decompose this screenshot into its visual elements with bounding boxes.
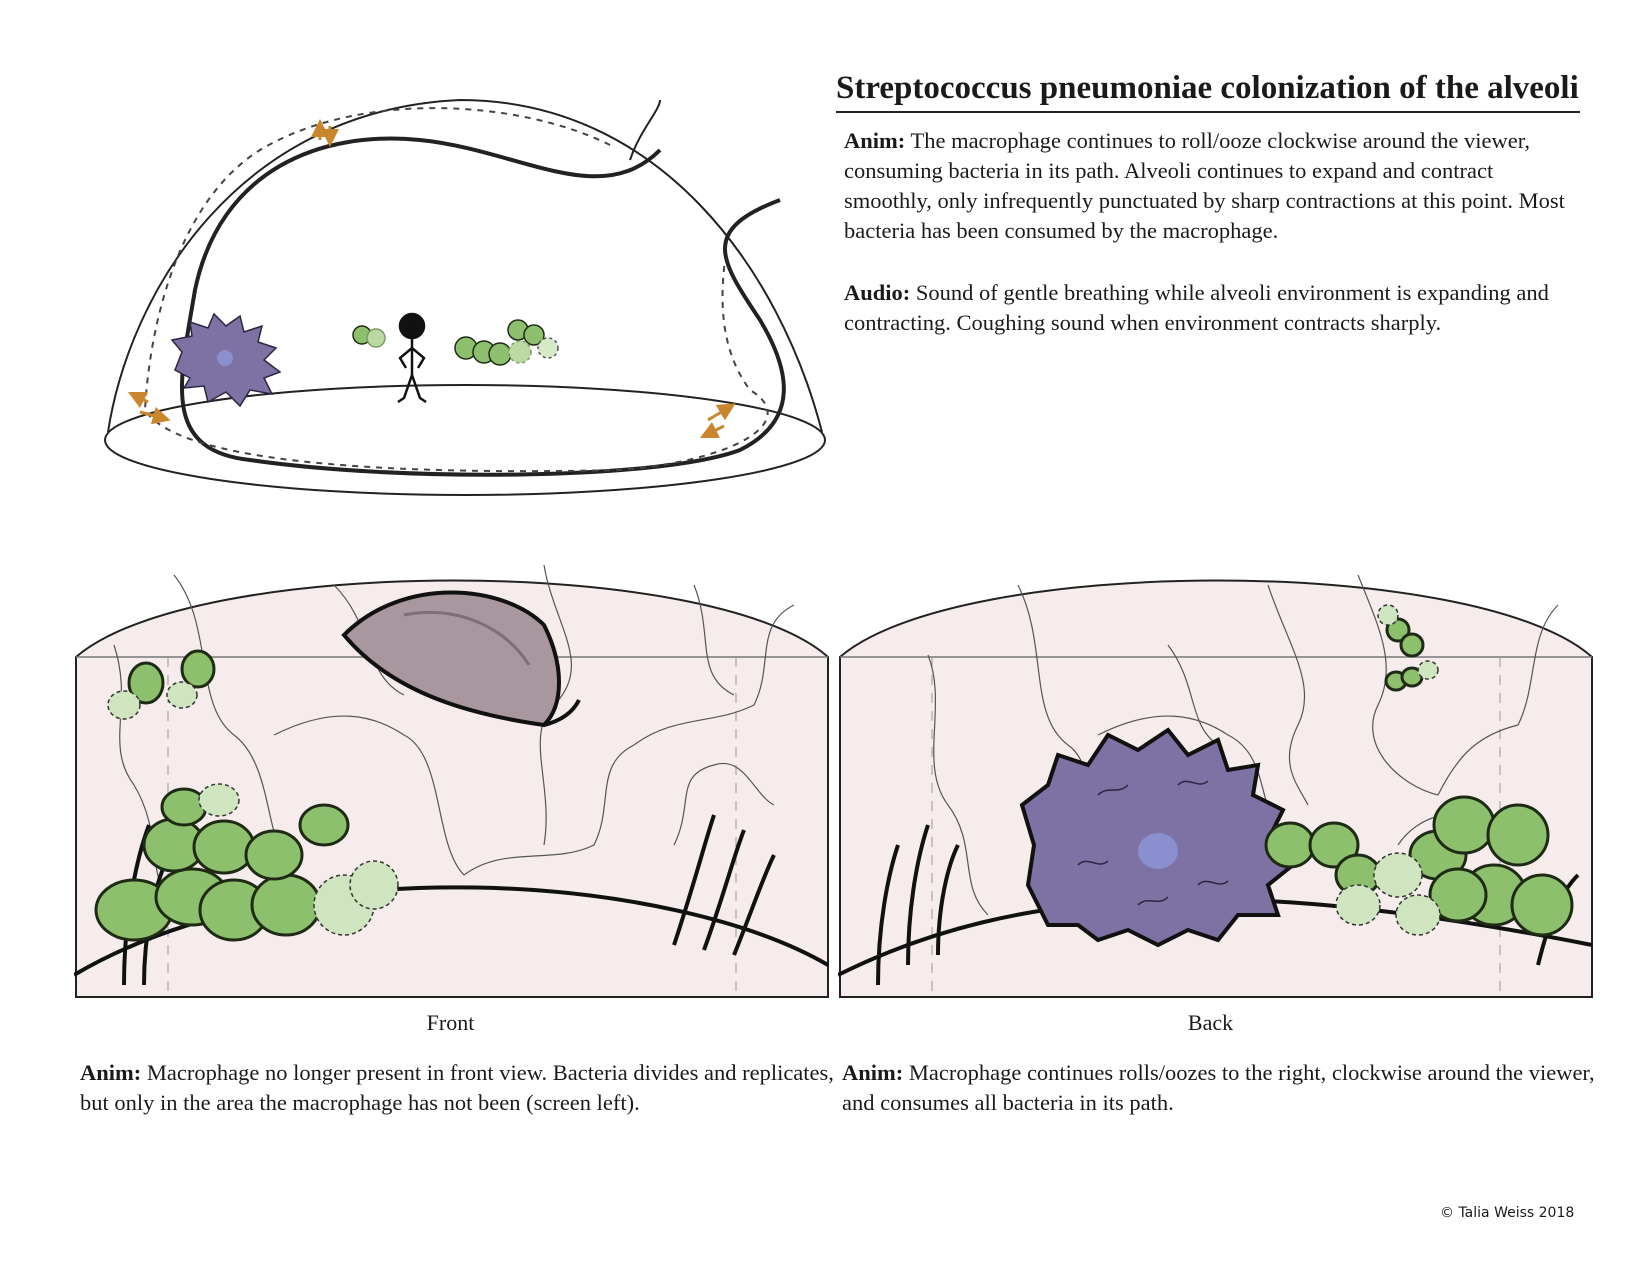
top-audio-note: Audio: Sound of gentle breathing while a… xyxy=(844,278,1584,338)
front-view-panel xyxy=(74,564,830,998)
copyright-notice: © Talia Weiss 2018 xyxy=(1440,1205,1575,1221)
bacteria-cluster-dome xyxy=(352,319,559,366)
back-view-panel xyxy=(838,574,1593,998)
back-anim-text: Macrophage continues rolls/oozes to the … xyxy=(842,1060,1595,1115)
page-title: Streptococcus pneumoniae colonization of… xyxy=(836,70,1580,113)
dome-floor xyxy=(104,384,826,496)
front-anim-text: Macrophage no longer present in front vi… xyxy=(80,1060,834,1115)
back-caption: Back xyxy=(1187,1010,1234,1035)
dome-overview-illustration xyxy=(104,98,826,496)
back-anim-label: Anim: xyxy=(842,1060,904,1085)
top-anim-label: Anim: xyxy=(844,128,906,153)
dome-outline xyxy=(107,98,823,433)
front-anim-label: Anim: xyxy=(80,1060,142,1085)
top-audio-label: Audio: xyxy=(844,280,911,305)
bacteria-faded-back xyxy=(1335,604,1441,936)
front-anim-note: Anim: Macrophage no longer present in fr… xyxy=(80,1058,840,1118)
top-anim-note: Anim: The macrophage continues to roll/o… xyxy=(844,126,1584,246)
macrophage-small xyxy=(170,312,282,408)
macrophage-large xyxy=(1019,727,1296,948)
bacteria-cluster-back xyxy=(1264,617,1574,937)
alveolar-wall xyxy=(180,136,786,477)
viewer-figure xyxy=(397,312,427,404)
bacteria-faded-front xyxy=(107,681,399,936)
top-audio-text: Sound of gentle breathing while alveoli … xyxy=(844,280,1549,335)
back-anim-note: Anim: Macrophage continues rolls/oozes t… xyxy=(842,1058,1602,1118)
front-caption: Front xyxy=(426,1010,475,1035)
contraction-arrows xyxy=(127,119,736,439)
red-blood-cell xyxy=(341,590,581,728)
bacteria-cluster-front xyxy=(94,649,350,942)
top-anim-text: The macrophage continues to roll/ooze cl… xyxy=(844,128,1565,243)
dashed-track xyxy=(143,107,769,473)
